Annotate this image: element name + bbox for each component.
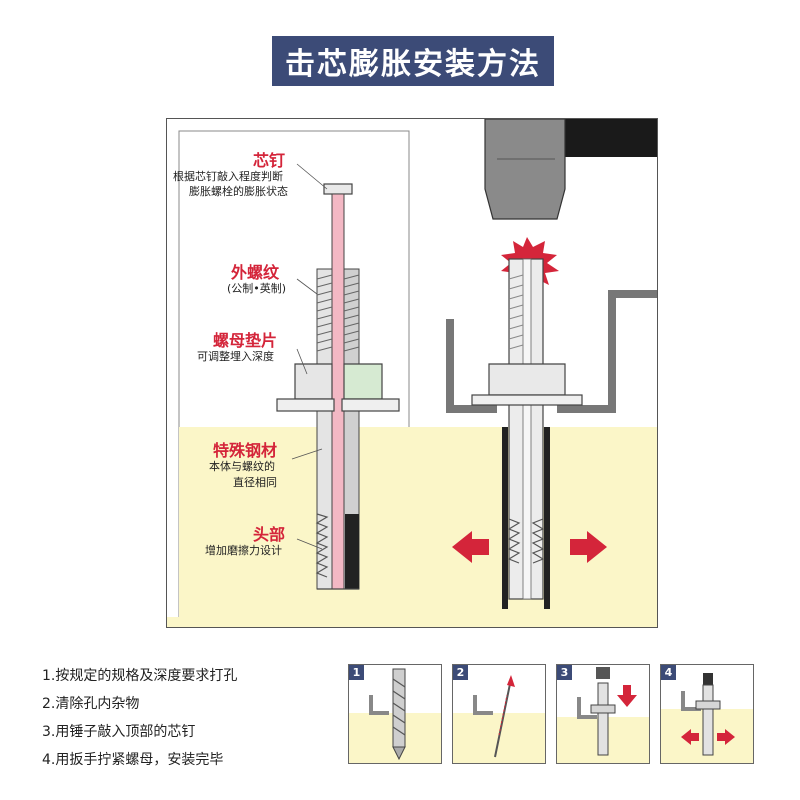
label-core-pin-desc1: 根据芯钉敲入程度判断 — [173, 170, 283, 183]
step-thumb-2: 2 — [452, 664, 546, 764]
expand-arrow-left — [452, 531, 489, 563]
anchor-diagram-frame: 芯钉 根据芯钉敲入程度判断 膨胀螺栓的膨胀状态 外螺纹 (公制•英制) 螺母垫片… — [166, 118, 658, 628]
step-1: 1.按规定的规格及深度要求打孔 — [42, 668, 238, 684]
bottom-concrete-strip — [167, 617, 409, 627]
step-thumb-3-number: 3 — [557, 665, 572, 680]
blower-tube-icon — [453, 675, 545, 763]
label-core-pin-desc2: 膨胀螺栓的膨胀状态 — [189, 185, 288, 198]
step-4: 4.用扳手拧紧螺母，安装完毕 — [42, 752, 224, 768]
step-thumb-4: 4 — [660, 664, 754, 764]
label-nut-washer-desc1: 可调整埋入深度 — [197, 350, 274, 363]
hammer-anchor-icon — [557, 667, 649, 763]
leader-lines — [291, 163, 328, 550]
step-3: 3.用锤子敲入顶部的芯钉 — [42, 724, 196, 740]
hammer-handle — [562, 119, 657, 157]
label-nut-washer: 螺母垫片 — [213, 331, 278, 350]
label-head: 头部 — [253, 525, 286, 544]
step-thumb-1: 1 — [348, 664, 442, 764]
drill-bit-icon — [349, 668, 441, 763]
label-thread-desc1: (公制•英制) — [227, 282, 287, 295]
label-head-desc1: 增加磨擦力设计 — [205, 544, 282, 557]
label-special-steel: 特殊钢材 — [213, 441, 278, 460]
label-core-pin: 芯钉 — [253, 151, 286, 170]
label-thread: 外螺纹 — [231, 263, 280, 282]
hammer-head — [484, 119, 566, 220]
installed-anchor — [446, 119, 657, 609]
step-2: 2.清除孔内杂物 — [42, 696, 140, 712]
anchor-cross-section — [276, 183, 400, 590]
label-special-steel-desc2: 直径相同 — [233, 476, 277, 489]
step-thumb-2-number: 2 — [453, 665, 468, 680]
label-special-steel-desc1: 本体与螺纹的 — [209, 460, 275, 473]
expanded-anchor-icon — [661, 673, 753, 763]
step-thumb-4-number: 4 — [661, 665, 676, 680]
install-steps-list: 1.按规定的规格及深度要求打孔 2.清除孔内杂物 3.用锤子敲入顶部的芯钉 4.… — [42, 662, 237, 774]
page-title: 击芯膨胀安装方法 — [272, 36, 554, 86]
anchor-diagram-svg — [167, 119, 657, 627]
expand-arrow-right — [570, 531, 607, 563]
step-thumb-1-number: 1 — [349, 665, 364, 680]
step-thumb-3: 3 — [556, 664, 650, 764]
